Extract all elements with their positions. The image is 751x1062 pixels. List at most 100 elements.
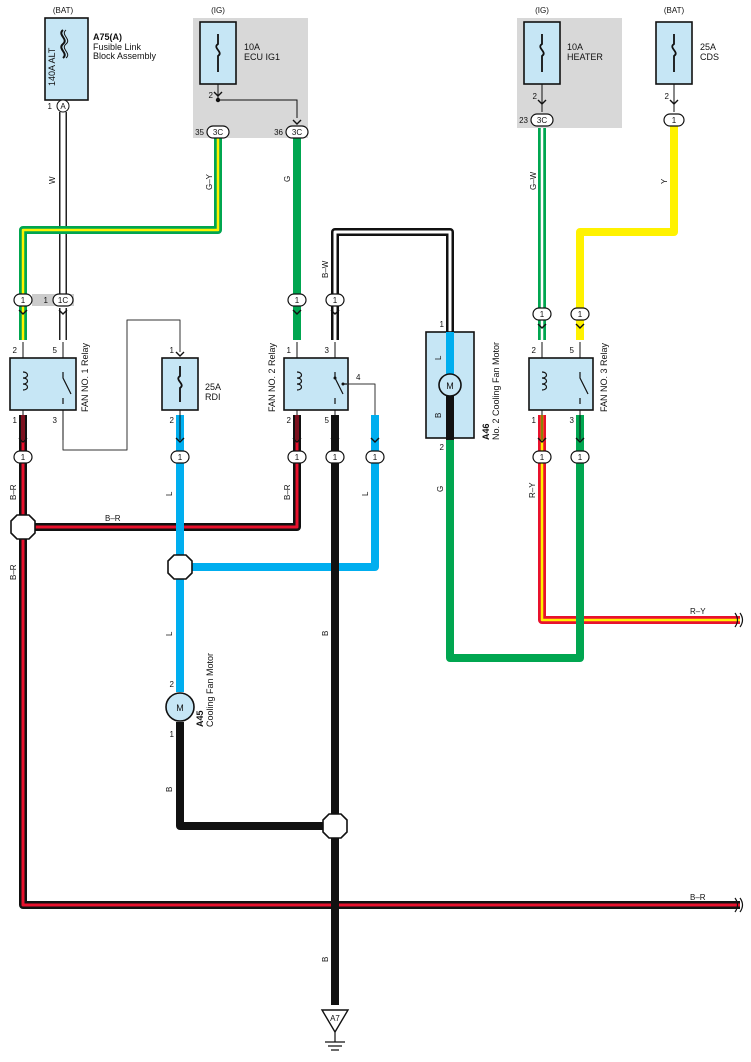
svg-text:1: 1: [21, 296, 26, 305]
svg-text:L: L: [361, 491, 370, 496]
fan-no3-relay: 2 5 1 3: [528, 342, 594, 440]
wire-b-w: [331, 228, 454, 340]
svg-text:1: 1: [170, 346, 175, 355]
no1-motor-code: A45: [195, 710, 205, 727]
junctions: [10, 514, 348, 839]
svg-text:B–R: B–R: [690, 893, 706, 902]
svg-text:L: L: [434, 355, 443, 360]
svg-text:B–W: B–W: [321, 260, 330, 278]
svg-text:B: B: [321, 957, 330, 962]
svg-text:L: L: [165, 491, 174, 496]
fuse-rdi: 1 2: [161, 346, 199, 440]
svg-text:2: 2: [665, 92, 670, 101]
fan2-relay-label: FAN NO. 2 Relay: [267, 342, 277, 412]
junction-b-r: [10, 514, 36, 540]
fan3-relay-label: FAN NO. 3 Relay: [599, 342, 609, 412]
svg-text:A7: A7: [330, 1014, 340, 1023]
fan-no1-relay: 2 5 1 3: [9, 342, 77, 440]
conn-297-300: 1: [287, 293, 307, 315]
connector-row-mid: 1 1 1 1 1 1 1: [13, 437, 590, 464]
svg-text:3: 3: [325, 346, 330, 355]
svg-text:3C: 3C: [537, 116, 547, 125]
svg-text:B: B: [165, 787, 174, 792]
ecu-ig1-name: ECU IG1: [244, 52, 280, 62]
source-bat-left: (BAT): [53, 6, 74, 15]
ecu-ig1-pin: 2: [209, 91, 214, 100]
svg-text:1: 1: [333, 296, 338, 305]
fusible-pin-label: 1: [48, 102, 53, 111]
svg-text:R–Y: R–Y: [528, 482, 537, 498]
svg-text:36: 36: [274, 128, 283, 137]
svg-text:1: 1: [170, 730, 175, 739]
svg-text:G–Y: G–Y: [205, 173, 214, 190]
connector-3c-35: 3C 35: [195, 125, 230, 139]
svg-text:B–R: B–R: [283, 484, 292, 500]
svg-text:1: 1: [578, 453, 583, 462]
svg-text:G: G: [436, 486, 445, 492]
terminal-a-label: A: [60, 102, 66, 111]
svg-text:1: 1: [287, 346, 292, 355]
svg-text:1: 1: [44, 296, 49, 305]
connector-row-top: 1 1 1C 1 1 1 1: [13, 293, 590, 329]
svg-text:5: 5: [570, 346, 575, 355]
junction-b: [322, 813, 348, 839]
junction-l: [167, 554, 193, 580]
wire-g-bottom: [446, 415, 584, 662]
conn-297-457: 1: [287, 437, 307, 464]
fusible-link-block: 140A ALT A 1: [44, 17, 89, 113]
ground-a7: A7: [320, 1009, 350, 1051]
svg-text:3: 3: [53, 416, 58, 425]
svg-text:2: 2: [440, 443, 445, 452]
wire-thin-rdi: [62, 319, 181, 451]
conn-542-457: 1: [532, 437, 552, 464]
svg-text:B: B: [434, 413, 443, 418]
cds-name: CDS: [700, 52, 719, 62]
fuse-heater: 2 3C 23: [519, 21, 561, 127]
svg-text:L: L: [165, 631, 174, 636]
fan-no2-relay: 1 3 2 5 4: [283, 342, 361, 440]
svg-text:1: 1: [295, 453, 300, 462]
conn-335-300: 1: [325, 293, 345, 315]
wire-r-y: [538, 415, 740, 624]
wire-b-r: [19, 415, 740, 909]
svg-text:B–R: B–R: [105, 514, 121, 523]
rdi-name: RDI: [205, 392, 221, 402]
fusible-code: A75(A): [93, 32, 122, 42]
svg-text:1: 1: [532, 416, 537, 425]
conn-23-300: 1: [13, 293, 33, 315]
fusible-name-1: Fusible Link: [93, 42, 142, 52]
svg-text:1: 1: [295, 296, 300, 305]
svg-text:W: W: [48, 176, 57, 184]
svg-text:2: 2: [13, 346, 18, 355]
rdi-amp: 25A: [205, 382, 221, 392]
wire-ends: [734, 612, 744, 913]
conn-580-457: 1: [570, 437, 590, 464]
svg-text:1: 1: [21, 453, 26, 462]
heater-name: HEATER: [567, 52, 603, 62]
svg-text:5: 5: [325, 416, 330, 425]
no2-motor-name: No. 2 Cooling Fan Motor: [491, 342, 501, 440]
conn-375-457: 1: [365, 437, 385, 464]
svg-text:2: 2: [170, 416, 175, 425]
svg-text:35: 35: [195, 128, 204, 137]
svg-text:1: 1: [13, 416, 18, 425]
svg-text:M: M: [446, 381, 454, 391]
conn-23-457: 1: [13, 437, 33, 464]
svg-text:1: 1: [540, 310, 545, 319]
conn-180-457: 1: [170, 437, 190, 464]
fusible-name-2: Block Assembly: [93, 51, 157, 61]
svg-text:3: 3: [570, 416, 575, 425]
source-bat-right: (BAT): [664, 6, 685, 15]
no2-cooling-fan-motor: M 1 2 L B: [425, 320, 475, 452]
wires: [19, 112, 740, 1005]
svg-text:3C: 3C: [292, 128, 302, 137]
svg-text:G: G: [283, 176, 292, 182]
no1-motor-name: Cooling Fan Motor: [205, 653, 215, 727]
svg-text:Y: Y: [660, 178, 669, 184]
svg-text:B–R: B–R: [9, 484, 18, 500]
svg-text:1: 1: [440, 320, 445, 329]
wire-b: [176, 415, 339, 1005]
svg-text:1: 1: [540, 453, 545, 462]
svg-text:2: 2: [532, 346, 537, 355]
svg-text:2: 2: [287, 416, 292, 425]
